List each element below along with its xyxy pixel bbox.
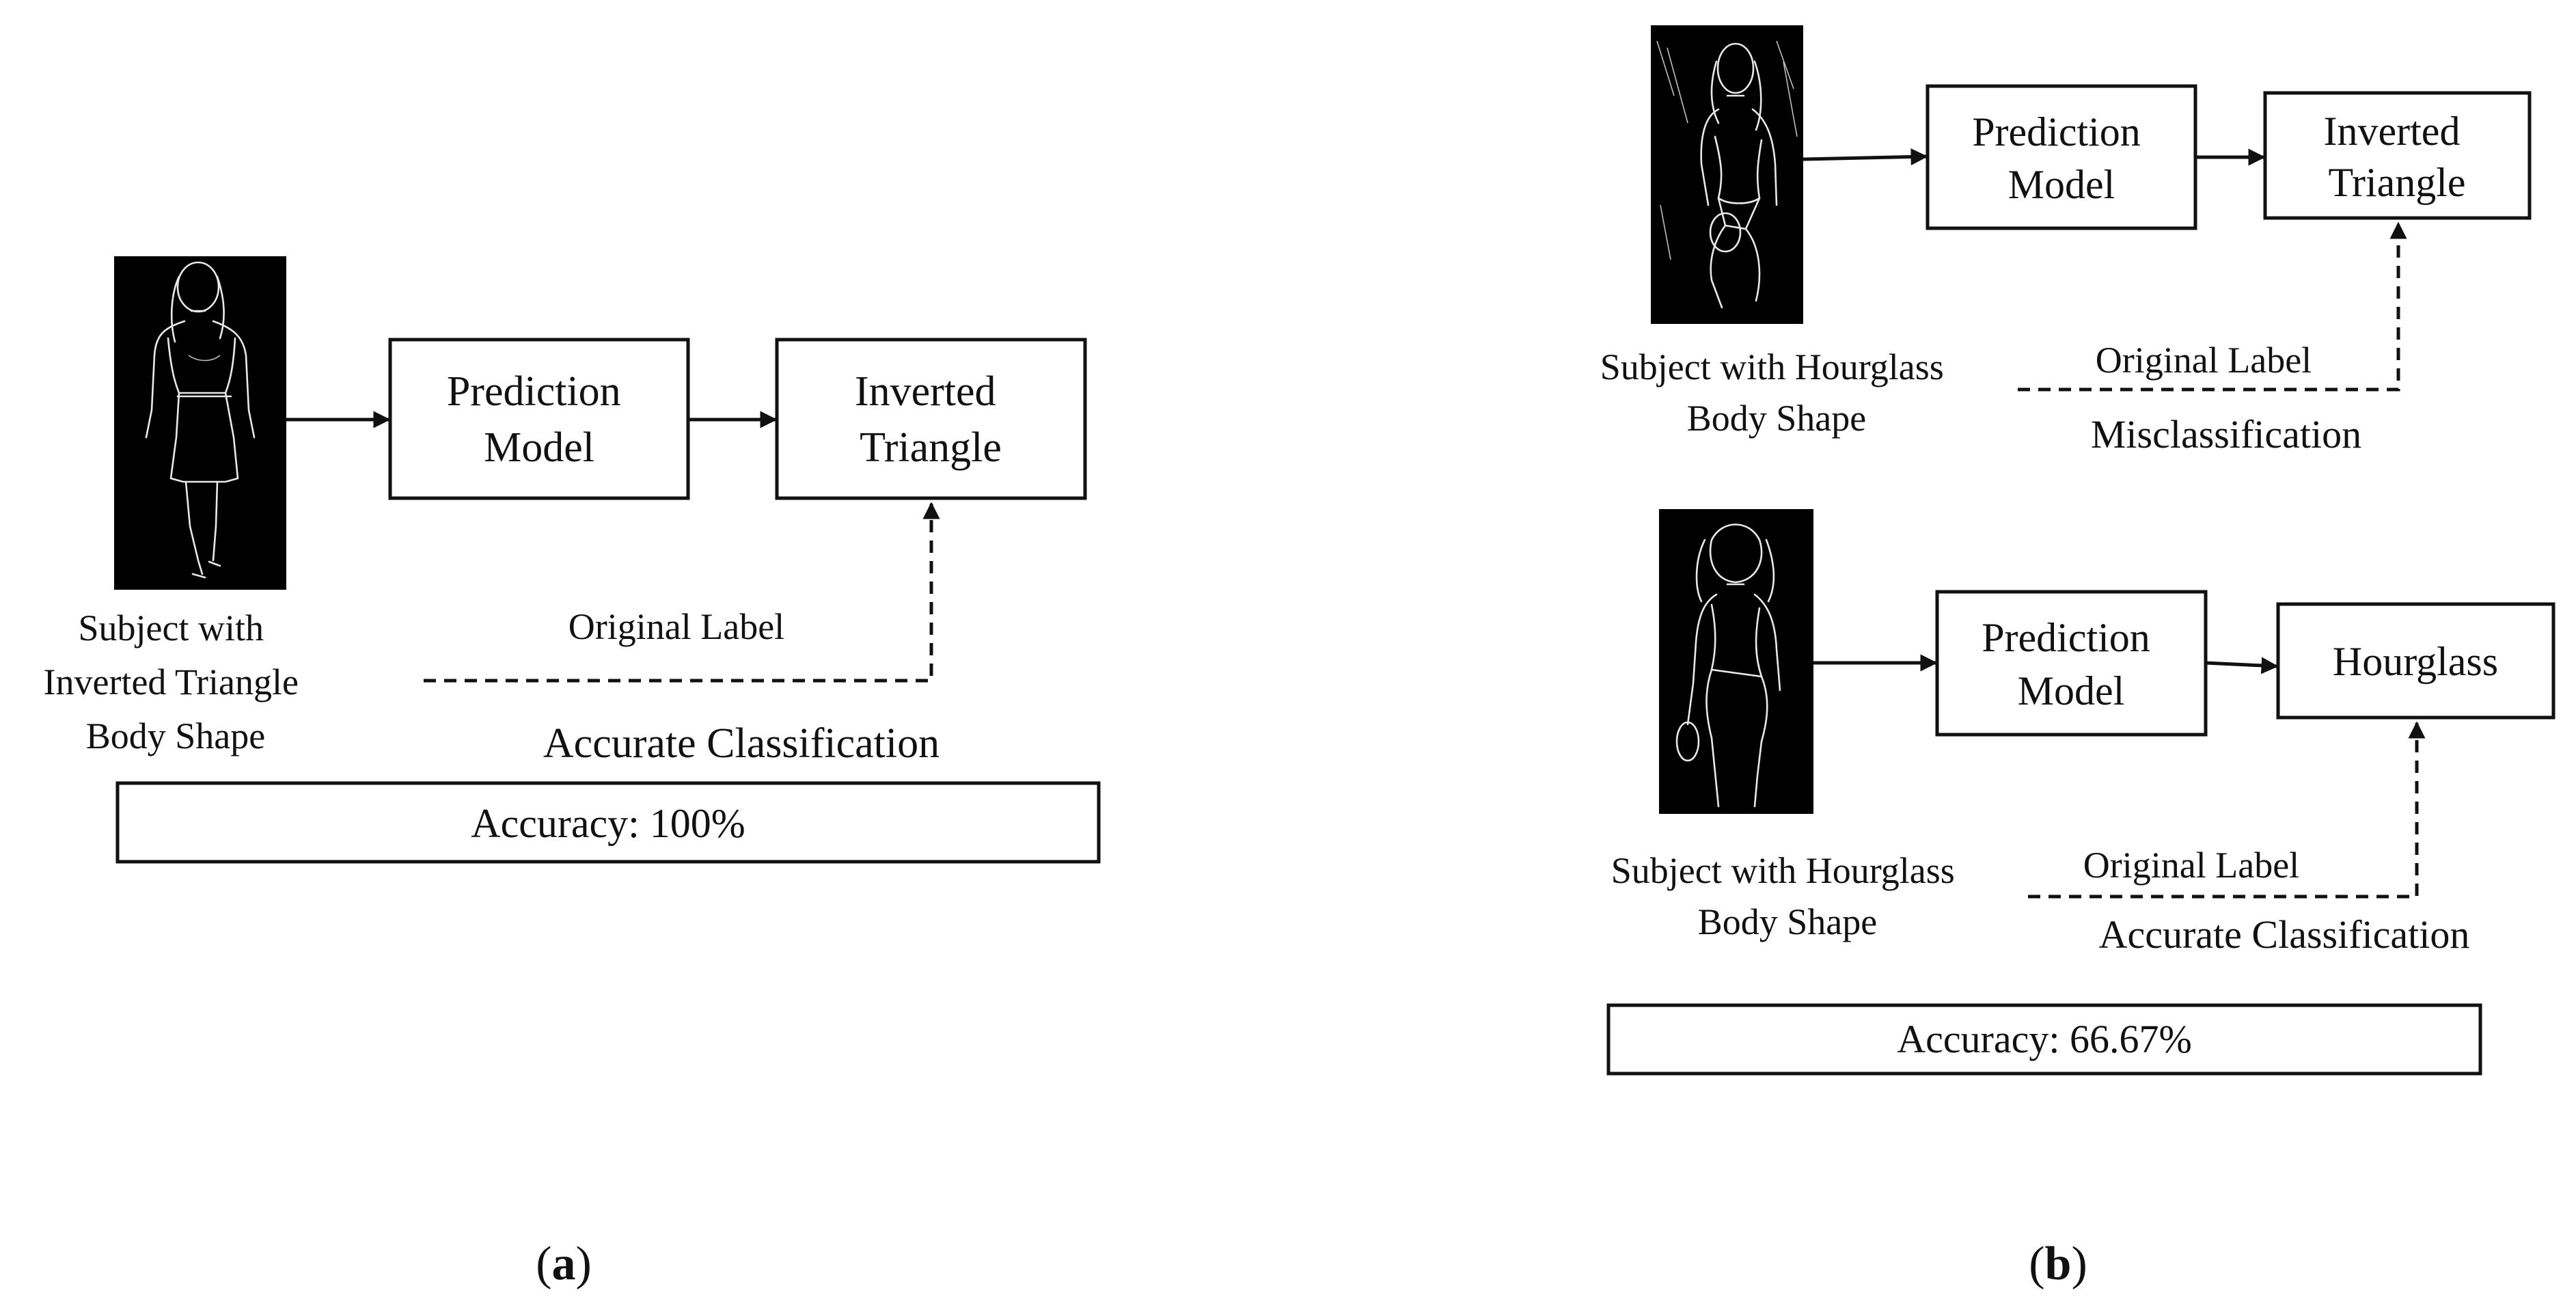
panel-b: Subject with Hourglass Body Shape Predic… — [1600, 25, 2556, 1290]
accuracy-box: Accuracy: 100% — [115, 781, 1101, 864]
output-box-hourglass-row2: Hourglass — [2276, 602, 2556, 720]
original-label-connector — [424, 502, 940, 683]
svg-text:Accuracy: 100%: Accuracy: 100% — [471, 801, 745, 846]
original-label-text-row2: Original Label — [2083, 845, 2299, 886]
svg-text:Accuracy: 66.67%: Accuracy: 66.67% — [1897, 1017, 2192, 1061]
original-label-text-row1: Original Label — [2096, 340, 2312, 381]
svg-text:Inverted Triangle: Inverted Triangle — [2324, 109, 2471, 205]
subject-caption-row2: Subject with Hourglass Body Shape — [1611, 850, 1964, 942]
panel-label-a: (a) — [536, 1238, 592, 1290]
prediction-model-box-row2: Prediction Model — [1935, 590, 2208, 737]
panel-label-b: (b) — [2029, 1238, 2087, 1290]
original-label-connector-row1 — [2018, 221, 2407, 392]
original-label-connector-row2 — [2028, 721, 2426, 899]
subject-photo-inverted-triangle — [114, 256, 286, 590]
panel-a: Subject with Inverted Triangle Body Shap… — [44, 256, 1101, 1290]
prediction-model-box-row1: Prediction Model — [1926, 84, 2197, 230]
output-box-inverted-triangle: Inverted Triangle — [775, 338, 1087, 500]
output-box-inverted-triangle-row1: Inverted Triangle — [2263, 91, 2532, 220]
original-label-text: Original Label — [568, 606, 784, 647]
subject-photo-hourglass-2 — [1659, 509, 1813, 814]
subject-caption-row1: Subject with Hourglass Body Shape — [1600, 346, 1953, 439]
subject-photo-hourglass-1 — [1651, 25, 1803, 324]
svg-text:Inverted Triangle: Inverted Triangle — [855, 368, 1006, 471]
subject-caption: Subject with Inverted Triangle Body Shap… — [44, 608, 308, 756]
svg-text:Prediction Model: Prediction Model — [1982, 615, 2161, 713]
prediction-model-box: Prediction Model — [388, 338, 690, 500]
svg-text:Prediction Model: Prediction Model — [1972, 109, 2151, 207]
arrow-photo-to-model-row1 — [1803, 148, 1928, 165]
svg-text:Hourglass: Hourglass — [2333, 639, 2498, 684]
classification-result-row2: Accurate Classification — [2099, 912, 2470, 957]
arrow-model-to-output-row2 — [2205, 657, 2279, 674]
accuracy-box-b: Accuracy: 66.67% — [1606, 1003, 2482, 1076]
svg-text:Prediction Model: Prediction Model — [447, 368, 631, 471]
classification-result-row1: Misclassification — [2091, 412, 2361, 456]
classification-result: Accurate Classification — [543, 720, 940, 767]
